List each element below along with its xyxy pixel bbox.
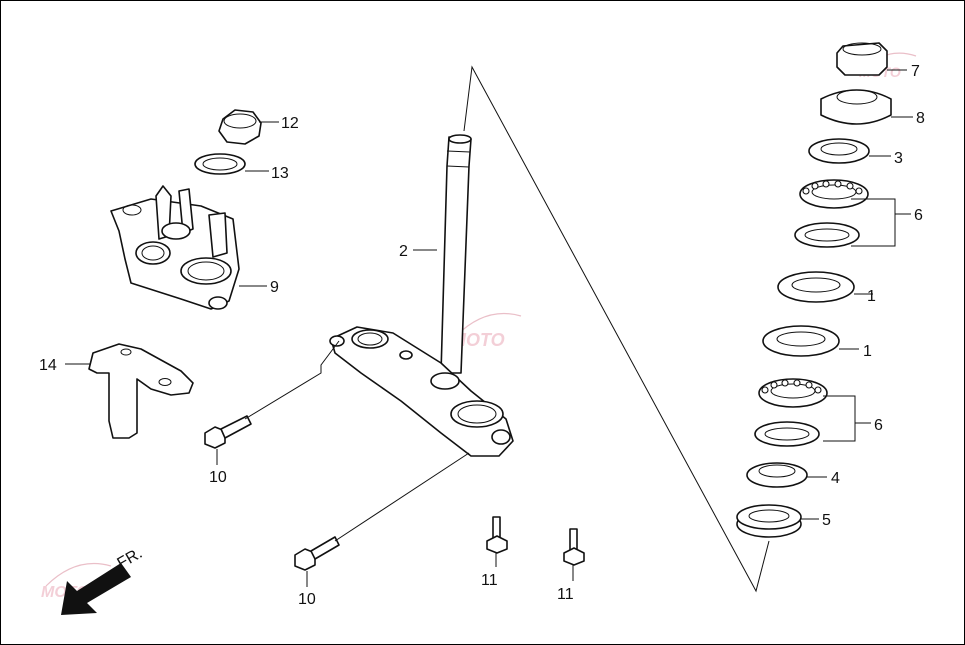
label-part-11-a: 11 bbox=[481, 572, 498, 589]
label-part-6-upper: 6 bbox=[914, 207, 923, 224]
part-11-bolt-a bbox=[486, 516, 508, 567]
part-7-lock-nut bbox=[836, 42, 907, 76]
label-part-5: 5 bbox=[822, 512, 831, 529]
part-6-bearing-upper bbox=[794, 179, 911, 248]
label-part-10-upper: 10 bbox=[209, 469, 227, 486]
label-part-7: 7 bbox=[911, 63, 920, 80]
guide-lines bbox=[463, 65, 770, 593]
label-part-12: 12 bbox=[281, 115, 299, 132]
label-part-4: 4 bbox=[831, 470, 840, 487]
label-part-8: 8 bbox=[916, 110, 925, 127]
part-4-race-bottom bbox=[746, 462, 827, 488]
label-part-1-lower: 1 bbox=[863, 343, 872, 360]
part-10-bolt-upper bbox=[204, 340, 340, 465]
part-1-race-upper bbox=[777, 271, 873, 303]
label-part-6-lower: 6 bbox=[874, 417, 883, 434]
label-part-2: 2 bbox=[399, 243, 408, 260]
label-part-9: 9 bbox=[270, 279, 279, 296]
label-part-14: 14 bbox=[39, 357, 57, 374]
part-5-dust-seal bbox=[736, 504, 819, 538]
label-part-10-lower: 10 bbox=[298, 591, 316, 608]
front-direction-arrow bbox=[61, 563, 131, 615]
part-9-upper-bracket bbox=[110, 185, 267, 310]
label-part-11-b: 11 bbox=[557, 586, 574, 603]
label-part-3: 3 bbox=[894, 150, 903, 167]
part-3-race bbox=[808, 138, 891, 164]
part-2-steering-stem bbox=[413, 134, 472, 374]
part-10-bolt-lower bbox=[294, 452, 470, 587]
part-8-adjusting-nut bbox=[820, 89, 913, 125]
svg-text:MOTO: MOTO bbox=[451, 330, 505, 350]
part-1-race-lower bbox=[762, 325, 859, 357]
part-12-cap-nut bbox=[218, 109, 279, 145]
callout-labels: 1 1 2 3 4 5 6 6 7 8 9 10 10 11 11 12 13 … bbox=[39, 63, 925, 608]
part-14-bracket bbox=[65, 343, 194, 439]
label-part-1-upper: 1 bbox=[867, 288, 876, 305]
label-part-13: 13 bbox=[271, 165, 289, 182]
part-lower-bracket bbox=[329, 326, 514, 457]
part-6-bearing-lower bbox=[754, 378, 871, 447]
part-13-washer bbox=[194, 153, 269, 175]
part-11-bolt-b bbox=[563, 528, 585, 581]
